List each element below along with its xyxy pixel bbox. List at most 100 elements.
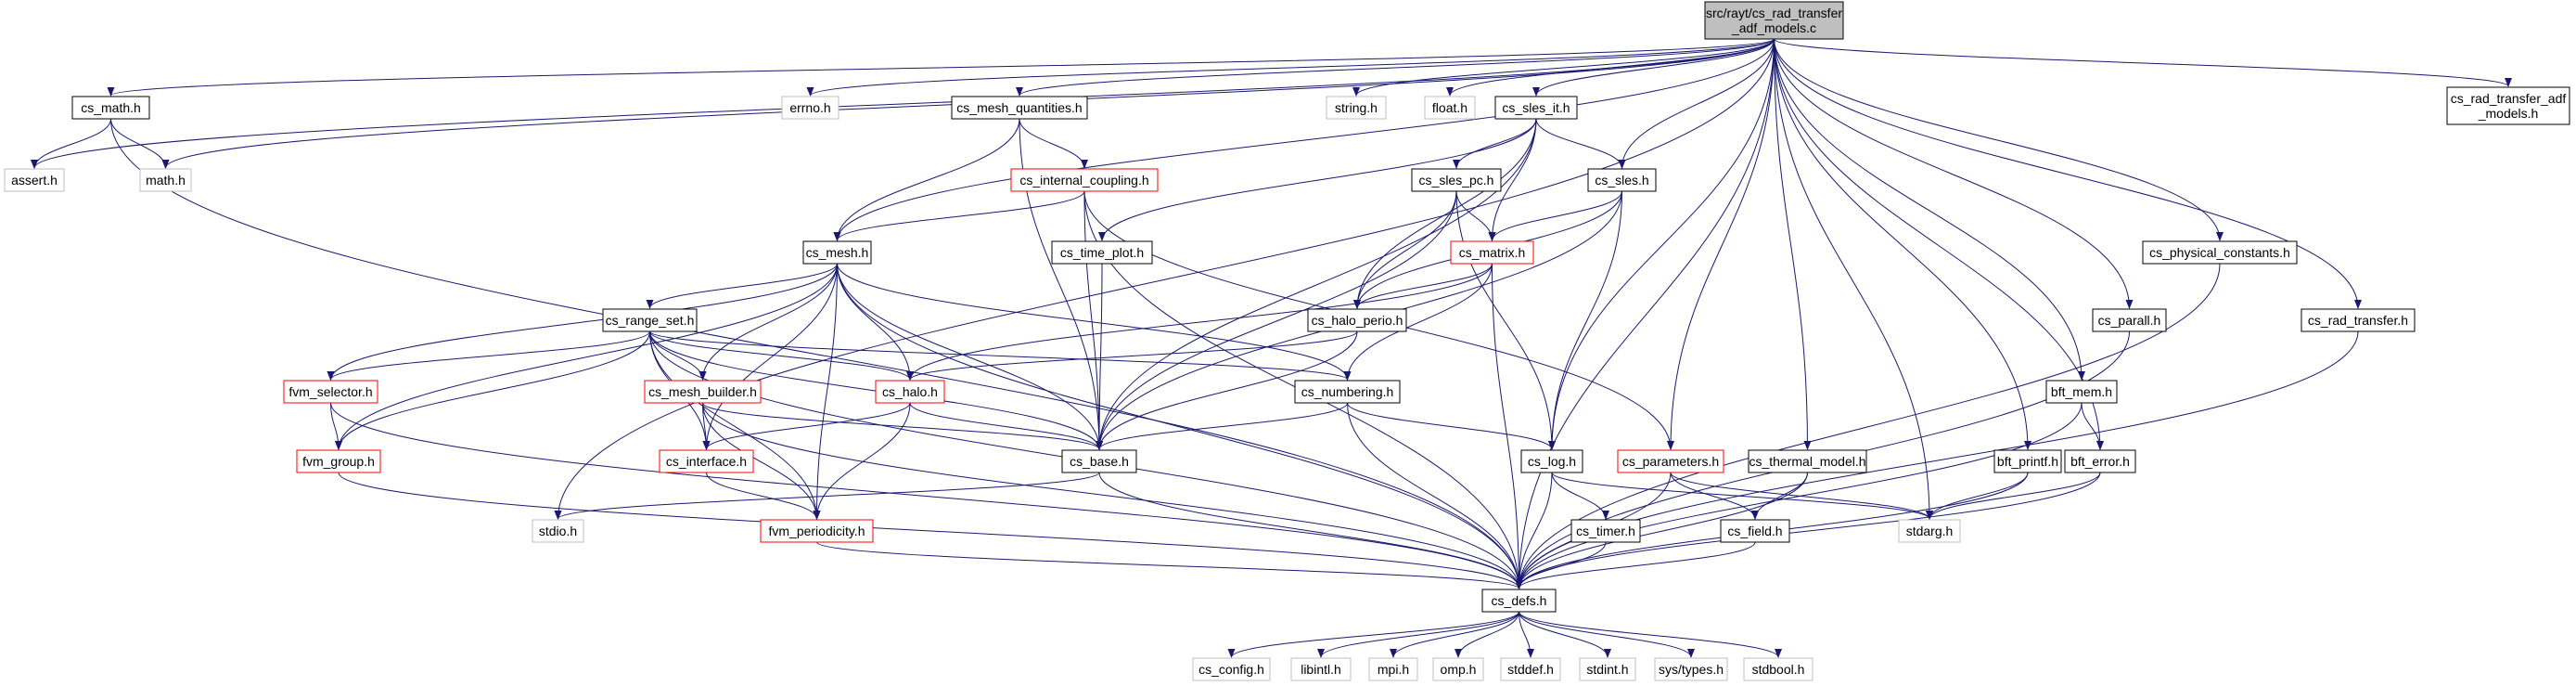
graph-node-root[interactable]: src/rayt/cs_rad_transfer_adf_models.c xyxy=(1704,1,1844,40)
graph-node-cs-time-plot-h[interactable]: cs_time_plot.h xyxy=(1051,240,1153,265)
node-label: cs_rad_transfer_adf xyxy=(2451,91,2567,106)
edge-cs-sles-h-to-cs-matrix-h xyxy=(1488,190,1622,241)
node-box xyxy=(1520,449,1583,473)
edge-cs-halo-perio-h-to-cs-base-h xyxy=(1096,330,1358,450)
edge-cs-interface-h-to-fvm-periodicity-h xyxy=(706,472,821,520)
node-label: cs_rad_transfer.h xyxy=(2308,313,2408,328)
node-label: cs_mesh_quantities.h xyxy=(956,100,1082,115)
node-label: cs_mesh_builder.h xyxy=(648,384,757,399)
graph-node-cs-rad-transfer-h[interactable]: cs_rad_transfer.h xyxy=(2300,308,2416,332)
node-box xyxy=(1494,96,1578,120)
edge-cs-range-set-h-to-cs-base-h xyxy=(649,330,1103,450)
graph-node-cs-range-set-h[interactable]: cs_range_set.h xyxy=(602,308,698,332)
node-box xyxy=(1654,657,1728,681)
edge-cs-mesh-quantities-h-to-cs-mesh-h xyxy=(833,118,1020,241)
node-label: math.h xyxy=(146,173,186,188)
node-box xyxy=(1368,657,1418,681)
edge-root-to-cs-mesh-h xyxy=(833,38,1775,241)
node-box xyxy=(71,96,150,120)
graph-node-cs-parameters-h[interactable]: cs_parameters.h xyxy=(1617,449,1724,473)
node-box xyxy=(1579,657,1636,681)
edge-cs-range-set-h-to-cs-numbering-h xyxy=(649,330,1352,381)
edge-root-to-assert-h xyxy=(31,38,1775,169)
edge-cs-sles-pc-h-to-cs-base-h xyxy=(1096,190,1457,450)
graph-node-stdio-h: stdio.h xyxy=(532,519,584,543)
graph-node-cs-interface-h[interactable]: cs_interface.h xyxy=(659,449,754,473)
node-box xyxy=(1500,657,1561,681)
graph-node-cs-timer-h[interactable]: cs_timer.h xyxy=(1570,519,1641,543)
graph-node-cs-parall-h[interactable]: cs_parall.h xyxy=(2092,308,2167,332)
node-label: src/rayt/cs_rad_transfer xyxy=(1706,6,1842,20)
edge-cs-defs-h-to-cs-config-h xyxy=(1227,611,1519,658)
graph-node-stdint-h: stdint.h xyxy=(1579,657,1636,681)
node-box xyxy=(1993,449,2062,473)
node-box xyxy=(1424,96,1476,120)
node-box xyxy=(2045,380,2118,404)
graph-node-fvm-selector-h[interactable]: fvm_selector.h xyxy=(283,380,378,404)
nodes-layer: src/rayt/cs_rad_transfer_adf_models.c cs_… xyxy=(4,1,2570,681)
graph-node-cs-thermal-model-h[interactable]: cs_thermal_model.h xyxy=(1748,449,1867,473)
graph-node-cs-numbering-h[interactable]: cs_numbering.h xyxy=(1294,380,1401,404)
edge-cs-sles-it-h-to-cs-sles-pc-h xyxy=(1453,118,1537,169)
graph-node-cs-base-h[interactable]: cs_base.h xyxy=(1061,449,1137,473)
node-label: cs_math.h xyxy=(81,100,141,115)
graph-node-cs-field-h[interactable]: cs_field.h xyxy=(1720,519,1790,543)
node-label: stddef.h xyxy=(1507,662,1554,677)
graph-node-math-h: math.h xyxy=(139,168,192,192)
edge-cs-thermal-model-h-to-cs-defs-h xyxy=(1515,472,1808,589)
graph-node-cs-halo-h[interactable]: cs_halo.h xyxy=(875,380,945,404)
node-label: cs_parall.h xyxy=(2098,313,2161,328)
edge-cs-mesh-h-to-cs-interface-h xyxy=(702,263,838,450)
edge-cs-math-h-to-math-h xyxy=(110,118,170,169)
edge-cs-mesh-builder-h-to-fvm-periodicity-h xyxy=(702,402,821,520)
graph-node-float-h: float.h xyxy=(1424,96,1476,120)
node-box xyxy=(1720,519,1790,543)
graph-node-cs-math-h[interactable]: cs_math.h xyxy=(71,96,150,120)
edge-fvm-selector-h-to-fvm-group-h xyxy=(330,402,342,450)
node-box xyxy=(1192,657,1271,681)
node-box xyxy=(1051,240,1153,265)
node-box xyxy=(1617,449,1724,473)
node-box xyxy=(951,96,1088,120)
graph-node-cs-sles-it-h[interactable]: cs_sles_it.h xyxy=(1494,96,1578,120)
edge-cs-range-set-h-to-fvm-selector-h xyxy=(327,330,650,381)
graph-node-cs-sles-pc-h[interactable]: cs_sles_pc.h xyxy=(1411,168,1502,192)
graph-node-fvm-group-h[interactable]: fvm_group.h xyxy=(296,449,381,473)
graph-node-cs-halo-perio-h[interactable]: cs_halo_perio.h xyxy=(1307,308,1407,332)
graph-node-cs-sles-h[interactable]: cs_sles.h xyxy=(1587,168,1657,192)
node-label: cs_range_set.h xyxy=(606,313,695,328)
edge-cs-mesh-h-to-cs-base-h xyxy=(837,263,1103,450)
graph-node-cs-mesh-quantities-h[interactable]: cs_mesh_quantities.h xyxy=(951,96,1088,120)
graph-node-fvm-periodicity-h[interactable]: fvm_periodicity.h xyxy=(760,519,874,543)
graph-node-cs-log-h[interactable]: cs_log.h xyxy=(1520,449,1583,473)
node-label: stdint.h xyxy=(1586,662,1628,677)
graph-node-cs-matrix-h[interactable]: cs_matrix.h xyxy=(1450,240,1534,265)
node-box xyxy=(644,380,762,404)
graph-node-cs-mesh-builder-h[interactable]: cs_mesh_builder.h xyxy=(644,380,762,404)
node-label: stdio.h xyxy=(539,524,577,538)
edge-root-to-cs-thermal-model-h xyxy=(1774,38,1812,450)
edge-root-to-cs-defs-h xyxy=(1515,38,1775,589)
graph-node-cs-defs-h[interactable]: cs_defs.h xyxy=(1481,589,1557,613)
edge-cs-matrix-h-to-cs-halo-perio-h xyxy=(1353,263,1493,309)
node-box xyxy=(2064,449,2136,473)
graph-node-bft-printf-h[interactable]: bft_printf.h xyxy=(1993,449,2062,473)
edge-cs-halo-h-to-cs-base-h xyxy=(909,402,1103,450)
graph-node-cs-internal-coupling-h[interactable]: cs_internal_coupling.h xyxy=(1010,168,1159,192)
edge-root-to-cs-sles-h xyxy=(1618,38,1775,169)
edge-cs-sles-h-to-cs-log-h xyxy=(1548,190,1622,450)
edge-cs-sles-it-h-to-cs-base-h xyxy=(1096,118,1537,450)
graph-node-cs-physical-constants-h[interactable]: cs_physical_constants.h xyxy=(2142,240,2298,265)
node-label: errno.h xyxy=(789,100,830,115)
edge-root-to-cs-sles-it-h xyxy=(1532,38,1775,97)
graph-node-bft-error-h[interactable]: bft_error.h xyxy=(2064,449,2136,473)
edge-cs-mesh-h-to-cs-mesh-builder-h xyxy=(698,263,838,381)
edge-cs-mesh-h-to-cs-halo-h xyxy=(837,263,914,381)
edge-root-to-cs-physical-constants-h xyxy=(1774,38,2224,241)
edge-fvm-group-h-to-cs-defs-h xyxy=(338,472,1523,589)
node-box xyxy=(1898,519,1961,543)
graph-node-cs-mesh-h[interactable]: cs_mesh.h xyxy=(802,240,872,265)
graph-node-bft-mem-h[interactable]: bft_mem.h xyxy=(2045,380,2118,404)
edge-cs-base-h-to-stdio-h xyxy=(554,472,1100,520)
graph-node-cs-rad-transfer-adf-models-h[interactable]: cs_rad_transfer_adf_models.h xyxy=(2446,86,2570,125)
